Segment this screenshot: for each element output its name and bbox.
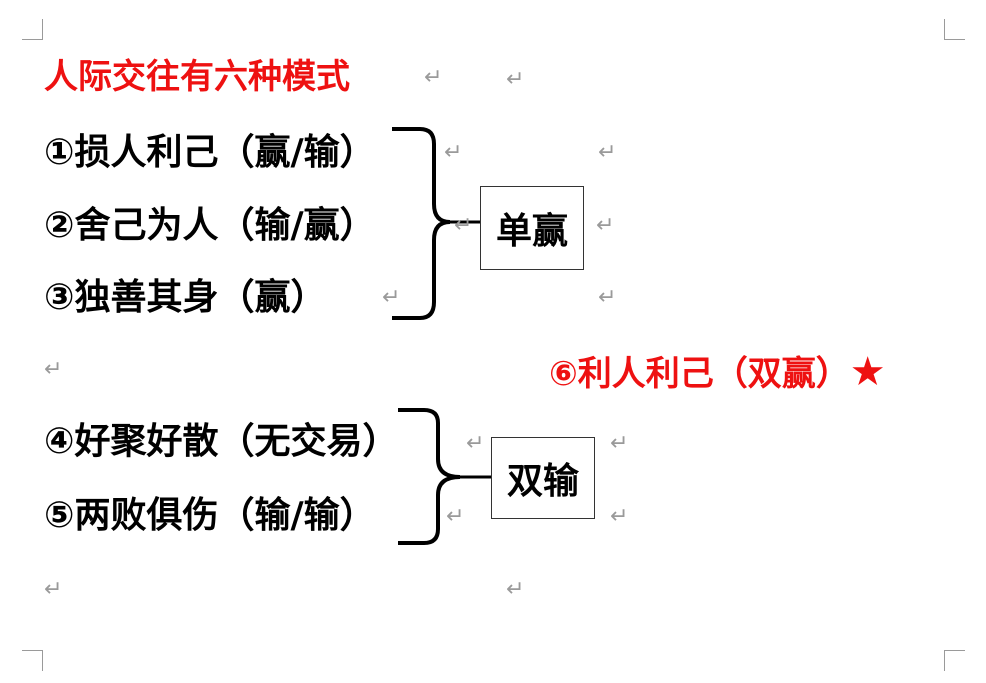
paragraph-mark: ↵ — [596, 213, 615, 238]
item-4[interactable]: ④好聚好散（无交易） — [44, 421, 399, 462]
crop-mark-bottom-right — [944, 650, 965, 671]
single-win-label: 单赢 — [495, 211, 568, 252]
paragraph-mark: ↵ — [610, 504, 629, 529]
paragraph-mark: ↵ — [506, 577, 525, 602]
paragraph-mark: ↵ — [610, 431, 629, 456]
connector-single-win — [448, 220, 482, 224]
paragraph-mark: ↵ — [382, 285, 401, 310]
double-lose-label: 双输 — [506, 461, 579, 502]
best-mode-label[interactable]: ⑥利人利己（双赢）★ — [549, 350, 886, 396]
paragraph-mark: ↵ — [44, 577, 63, 602]
document-title[interactable]: 人际交往有六种模式 — [44, 57, 350, 97]
double-lose-box[interactable]: 双输 — [491, 437, 595, 519]
connector-double-lose — [458, 475, 492, 479]
paragraph-mark: ↵ — [506, 67, 525, 92]
paragraph-mark: ↵ — [598, 285, 617, 310]
item-1[interactable]: ①损人利己（赢/输） — [44, 132, 376, 173]
crop-mark-top-left — [22, 19, 43, 40]
item-3[interactable]: ③独善其身（赢） — [44, 277, 327, 318]
single-win-box[interactable]: 单赢 — [480, 186, 584, 270]
best-mode-text: ⑥利人利己（双赢） — [549, 354, 850, 394]
paragraph-mark: ↵ — [44, 357, 63, 382]
paragraph-mark: ↵ — [454, 213, 473, 238]
paragraph-mark: ↵ — [598, 140, 617, 165]
paragraph-mark: ↵ — [444, 140, 463, 165]
paragraph-mark: ↵ — [446, 504, 465, 529]
crop-mark-bottom-left — [22, 650, 43, 671]
paragraph-mark: ↵ — [424, 65, 443, 90]
paragraph-mark: ↵ — [466, 431, 485, 456]
star-icon: ★ — [849, 349, 886, 395]
item-2[interactable]: ②舍己为人（输/赢） — [44, 205, 376, 246]
crop-mark-top-right — [944, 19, 965, 40]
item-5[interactable]: ⑤两败俱伤（输/输） — [44, 495, 376, 536]
